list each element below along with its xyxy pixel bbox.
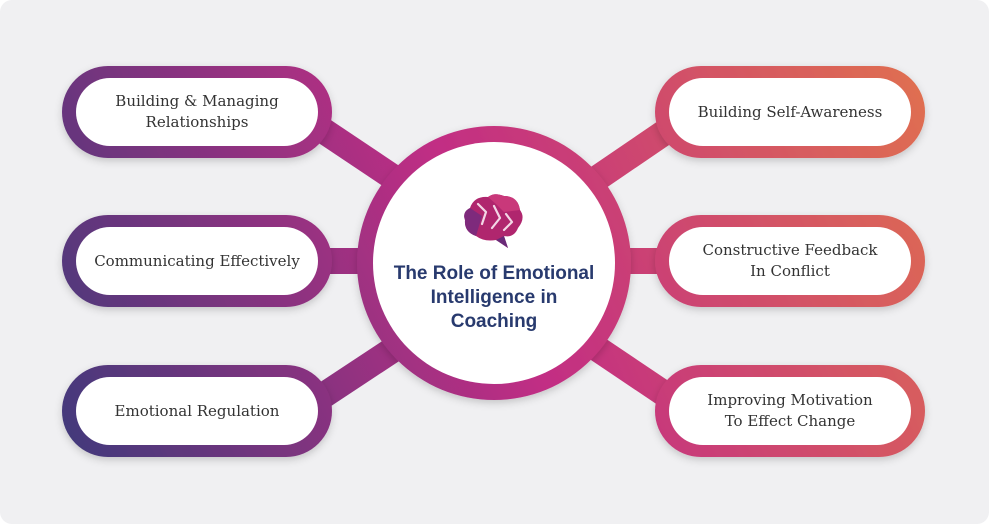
node-label-communicating-effectively: Communicating Effectively bbox=[94, 251, 300, 270]
center-hub bbox=[357, 126, 631, 400]
node-label-constructive-feedback: Constructive Feedback In Conflict bbox=[702, 241, 878, 280]
pill-communicating-effectively bbox=[62, 215, 332, 307]
pill-constructive-feedback bbox=[655, 215, 925, 307]
node-label-building-self-awareness: Building Self-Awareness bbox=[697, 102, 883, 121]
node-label-improving-motivation: Improving Motivation To Effect Change bbox=[707, 391, 873, 430]
center-title: The Role of Emotional Intelligence in Co… bbox=[393, 263, 595, 332]
node-label-emotional-regulation: Emotional Regulation bbox=[114, 401, 280, 420]
pill-improving-motivation bbox=[655, 365, 925, 457]
pill-building-self-awareness bbox=[655, 66, 925, 158]
pill-building-relationships bbox=[62, 66, 332, 158]
pill-emotional-regulation bbox=[62, 365, 332, 457]
brain-icon bbox=[464, 194, 523, 248]
node-label-building-relationships: Building & Managing Relationships bbox=[115, 92, 279, 131]
